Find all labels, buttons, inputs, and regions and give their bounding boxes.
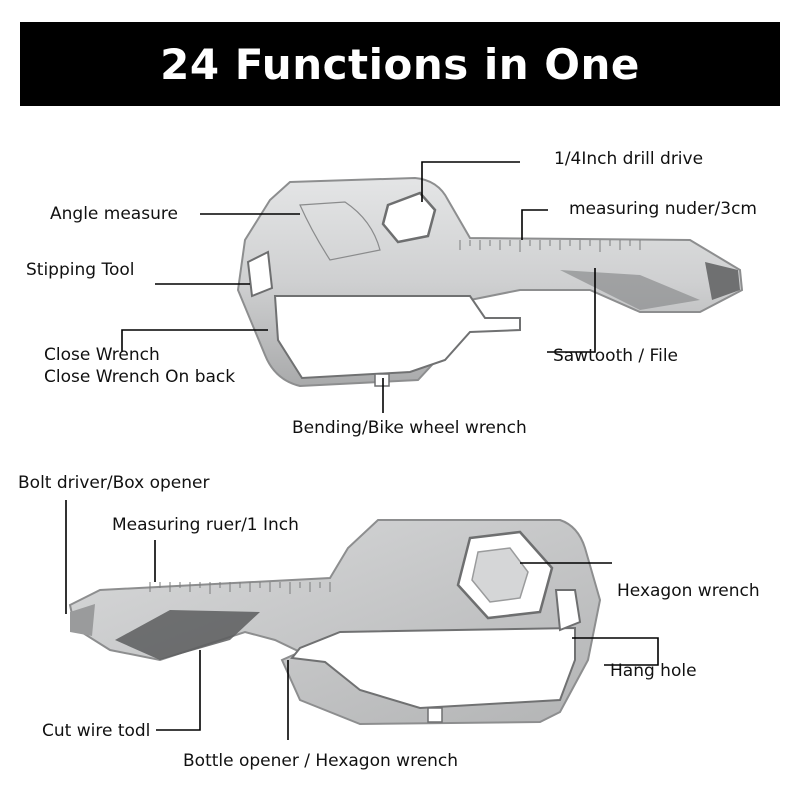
bottom-tool-notch — [427, 707, 443, 723]
label-bending-wrench: Bending/Bike wheel wrench — [292, 418, 527, 438]
leader-drill-drive — [421, 161, 520, 202]
label-measuring-ruler-bottom: Measuring ruer/1 Inch — [112, 515, 299, 535]
label-cut-wire: Cut wire todl — [42, 721, 151, 741]
label-hang-hole: Hang hole — [610, 661, 697, 681]
label-close-wrench-back: Close Wrench On back — [44, 367, 236, 387]
leader-hang-hole — [572, 637, 659, 666]
top-key-tool — [236, 176, 744, 388]
label-angle-measure: Angle measure — [50, 204, 178, 224]
top-tool-notch — [374, 373, 390, 387]
title-banner: 24 Functions in One — [20, 22, 780, 106]
leader-cut-wire — [156, 650, 201, 731]
bottom-tool-hang-hole — [554, 589, 582, 632]
bottom-tool-ruler-ticks — [149, 582, 331, 594]
bottom-tool-wrench-cutout — [290, 626, 576, 710]
top-tool-tip — [705, 262, 740, 300]
label-drill-drive: 1/4Inch drill drive — [554, 149, 704, 169]
top-leader-lines — [121, 161, 596, 413]
page-title: 24 Functions in One — [160, 39, 640, 89]
bottom-leader-lines — [65, 500, 659, 740]
label-bolt-driver: Bolt driver/Box opener — [18, 473, 210, 493]
top-tool-ruler-ticks — [459, 240, 641, 252]
label-sawtooth-file: Sawtooth / File — [553, 346, 679, 366]
label-bottle-opener: Bottle opener / Hexagon wrench — [183, 751, 459, 771]
label-hexagon-wrench: Hexagon wrench — [617, 581, 760, 601]
label-stripping-tool: Stipping Tool — [26, 260, 135, 280]
bottom-tool-tip — [70, 604, 95, 636]
top-tool-hex-hole — [381, 191, 437, 244]
top-tool-wrench-cutout — [273, 295, 521, 380]
bottom-key-tool — [68, 519, 602, 726]
leader-close-wrench — [121, 329, 268, 352]
top-tool-strip-slot — [246, 250, 274, 298]
label-measuring-ruler-top: measuring nuder/3cm — [569, 199, 757, 219]
top-tool-angle-scale — [299, 201, 381, 261]
leader-sawtooth-file — [547, 268, 596, 353]
bottom-tool-serration — [115, 610, 260, 660]
leader-measuring-ruler — [521, 209, 548, 240]
bottom-tool-inner-hex — [471, 547, 529, 603]
label-close-wrench: Close Wrench — [44, 345, 160, 365]
